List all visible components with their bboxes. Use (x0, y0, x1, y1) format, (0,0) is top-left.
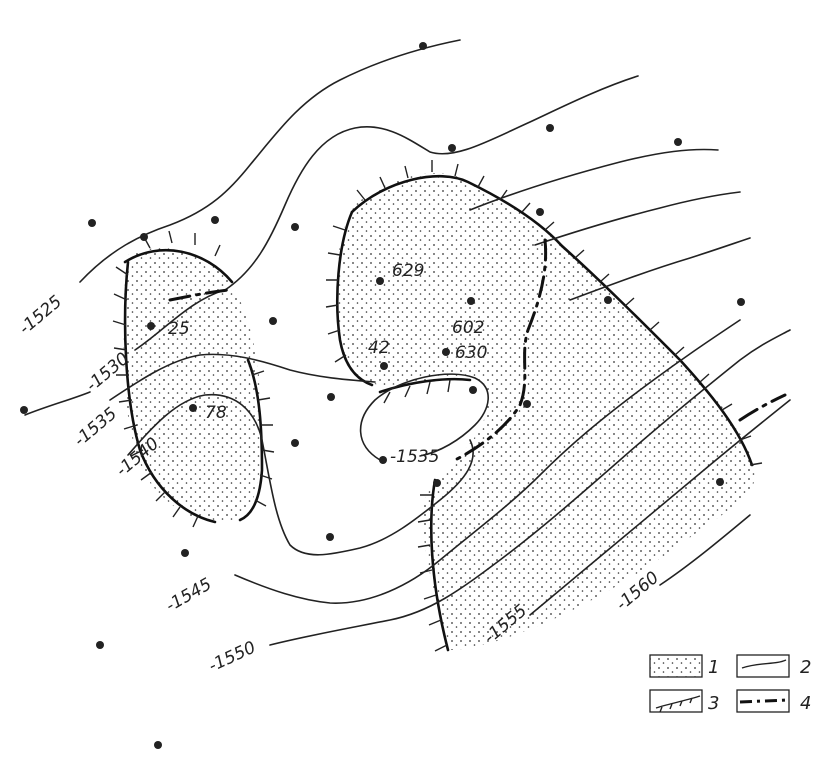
well-point (419, 42, 427, 50)
legend-num: 1 (708, 657, 719, 678)
faults (168, 238, 787, 462)
well-point (674, 138, 682, 146)
well-point (181, 549, 189, 557)
well-label: 630 (455, 343, 487, 363)
legend-swatch-fault (736, 689, 790, 713)
contour-1550 (269, 329, 791, 646)
legend-fault-line (739, 698, 789, 704)
contour-west-left (24, 391, 91, 416)
well-point (291, 223, 299, 231)
well-point (433, 479, 441, 487)
well-point (147, 322, 155, 330)
legend-contour-line (741, 659, 787, 669)
hatch-main-top (356, 160, 555, 231)
contour-label: -1545 (163, 574, 216, 616)
fault-main (453, 238, 548, 462)
legend-swatch-contour (736, 654, 790, 678)
pinchout-main-top (350, 174, 564, 248)
well-label: 602 (452, 318, 484, 338)
well-point (211, 216, 219, 224)
well-point (536, 208, 544, 216)
well-point (154, 741, 162, 749)
hatch-main-left (325, 225, 347, 363)
well-point (448, 144, 456, 152)
sandstone-main-body (336, 173, 756, 651)
well-point (326, 533, 334, 541)
pinchout-west-outline (123, 248, 234, 284)
legend-num: 4 (800, 693, 811, 714)
fault-west (168, 288, 230, 302)
well-point (523, 400, 531, 408)
well-point (189, 404, 197, 412)
well-point (327, 393, 335, 401)
well-point (716, 478, 724, 486)
well-point (442, 348, 450, 356)
contour-1535 (109, 353, 376, 401)
wells (20, 42, 745, 749)
well-point (140, 233, 148, 241)
contour-1540 (127, 393, 474, 556)
non-sand-window (360, 377, 489, 460)
fault-east (738, 393, 787, 422)
contour-1555 (529, 399, 791, 616)
legend-swatch-pinchout (649, 689, 703, 713)
legend-swatch-sandstone (649, 654, 703, 678)
well-point (469, 386, 477, 394)
well-label: 42 (368, 338, 390, 358)
well-point (269, 317, 277, 325)
well-point (546, 124, 554, 132)
contour-label: -1525 (15, 292, 66, 339)
hatch-west-top (143, 230, 221, 257)
pinchout-west-right (238, 358, 264, 522)
well-label: 25 (168, 319, 190, 339)
legend-num: 3 (708, 693, 719, 714)
well-point (88, 219, 96, 227)
well-point (604, 296, 612, 304)
well-point (20, 406, 28, 414)
pinchout-main-east (560, 244, 754, 467)
contour-label: -1550 (206, 638, 259, 677)
contour-1560 (659, 514, 751, 586)
well-label: 629 (392, 261, 424, 281)
contour-label: -1535 (70, 404, 121, 451)
well-point (467, 297, 475, 305)
contour-label: -1535 (390, 447, 439, 467)
legend-pinchout-line (655, 695, 701, 713)
well-point (737, 298, 745, 306)
hatch-west-left (112, 266, 199, 528)
well-point (96, 641, 104, 649)
well-point (380, 362, 388, 370)
pinchout-main-south (429, 478, 450, 652)
well-labels: 25 78 629 602 42 630 (168, 261, 487, 423)
sandstone-west-lens (123, 248, 263, 523)
sandstone-areas (123, 173, 756, 651)
contour-upper-3 (569, 237, 751, 301)
contour-upper-1 (469, 148, 719, 211)
hatch-window (383, 379, 451, 404)
well-point (376, 277, 384, 285)
legend: 1 2 3 4 (649, 654, 811, 714)
well-point (291, 439, 299, 447)
hatch-west-right (251, 370, 275, 507)
contour-1535-inner (359, 373, 489, 461)
well-point (379, 456, 387, 464)
well-label: 78 (205, 403, 227, 423)
legend-num: 2 (800, 657, 811, 678)
contour-upper-2 (534, 191, 741, 246)
hatch-main-east (574, 249, 763, 466)
contour-1545 (234, 319, 741, 604)
pinchout-boundaries (112, 160, 763, 652)
